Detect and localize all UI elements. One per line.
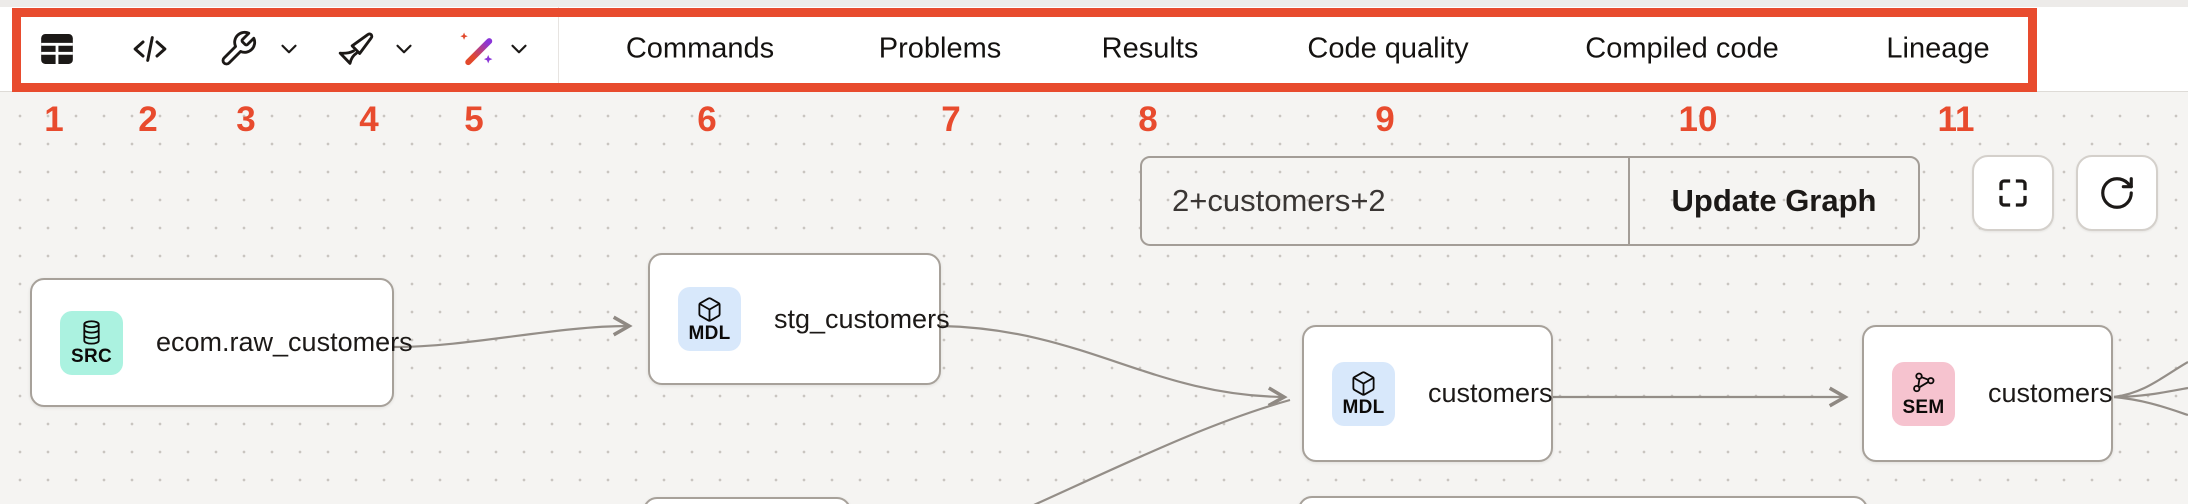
annotation-number: 1 <box>44 100 64 139</box>
graph-node-partial[interactable] <box>643 497 851 504</box>
graph-controls: Update Graph <box>1140 156 1920 246</box>
clean-button[interactable] <box>336 29 376 69</box>
annotation-number: 2 <box>138 100 158 139</box>
chevron-down-icon <box>281 44 297 54</box>
node-type-badge: SEM <box>1892 361 1955 426</box>
node-label: customers <box>1428 378 1553 408</box>
tab-results[interactable]: Results <box>1101 32 1199 65</box>
table-button[interactable] <box>37 29 77 69</box>
node-type-badge: MDL <box>1332 361 1395 426</box>
annotation-number: 5 <box>464 100 484 139</box>
toolbar-divider <box>558 7 559 92</box>
fix-button[interactable] <box>218 29 258 69</box>
badge-label: MDL <box>1342 397 1385 418</box>
graph-node-stg-customers[interactable]: MDL stg_customers <box>648 253 950 385</box>
tab-problems[interactable]: Problems <box>878 32 1002 65</box>
network-icon <box>1913 372 1935 393</box>
fullscreen-button[interactable] <box>1972 155 2054 231</box>
tab-compiled-code[interactable]: Compiled code <box>1585 32 1779 65</box>
refresh-button[interactable] <box>2076 155 2158 231</box>
annotation-number: 8 <box>1138 100 1158 139</box>
annotation-number: 3 <box>236 100 256 139</box>
graph-node-partial[interactable] <box>1298 496 1868 504</box>
window-top-strip <box>0 0 2188 7</box>
annotation-number: 4 <box>359 100 379 139</box>
chevron-down-icon <box>396 44 412 54</box>
controls-divider <box>1628 158 1630 244</box>
badge-label: MDL <box>688 322 731 344</box>
node-label: stg_customers <box>774 303 950 334</box>
table-icon <box>41 34 73 64</box>
graph-node-customers-model[interactable]: MDL customers <box>1302 325 1553 462</box>
annotation-number: 11 <box>1937 100 1975 139</box>
node-label: ecom.raw_customers <box>156 327 413 357</box>
node-type-badge: MDL <box>678 287 741 351</box>
tab-lineage[interactable]: Lineage <box>1886 32 1990 65</box>
fix-dropdown-button[interactable] <box>276 36 302 62</box>
ai-assist-dropdown-button[interactable] <box>506 36 532 62</box>
cube-icon <box>1352 371 1375 396</box>
broom-icon <box>338 32 374 65</box>
badge-label: SRC <box>70 346 112 367</box>
node-type-badge: SRC <box>60 310 123 375</box>
ai-assist-button[interactable] <box>456 28 498 70</box>
update-graph-button[interactable]: Update Graph <box>1671 183 1877 218</box>
graph-node-source-raw-customers[interactable]: SRC ecom.raw_customers <box>30 278 413 407</box>
annotation-number: 6 <box>697 100 717 139</box>
annotation-number: 9 <box>1375 100 1395 139</box>
node-label: customers <box>1988 378 2113 408</box>
wrench-icon <box>221 30 257 66</box>
graph-node-customers-semantic[interactable]: SEM customers <box>1862 325 2113 462</box>
clean-dropdown-button[interactable] <box>391 36 417 62</box>
tab-commands[interactable]: Commands <box>625 32 775 65</box>
code-button[interactable] <box>129 28 171 70</box>
model-filter-input[interactable] <box>1142 158 1628 244</box>
code-icon <box>133 36 167 62</box>
annotation-number: 7 <box>941 100 961 139</box>
refresh-icon <box>2101 177 2133 209</box>
fullscreen-icon <box>1999 179 2027 207</box>
lineage-edges <box>393 315 2188 504</box>
badge-label: SEM <box>1902 397 1945 418</box>
lineage-canvas[interactable]: SRC ecom.raw_customers MDL stg_customers… <box>0 92 2188 504</box>
cube-icon <box>698 296 721 322</box>
magic-wand-icon <box>460 32 493 66</box>
annotation-number: 10 <box>1678 100 1718 139</box>
database-icon <box>83 320 100 345</box>
chevron-down-icon <box>511 44 527 54</box>
editor-toolbar: Commands Problems Results Code quality C… <box>0 7 2188 92</box>
tab-code-quality[interactable]: Code quality <box>1307 32 1469 65</box>
